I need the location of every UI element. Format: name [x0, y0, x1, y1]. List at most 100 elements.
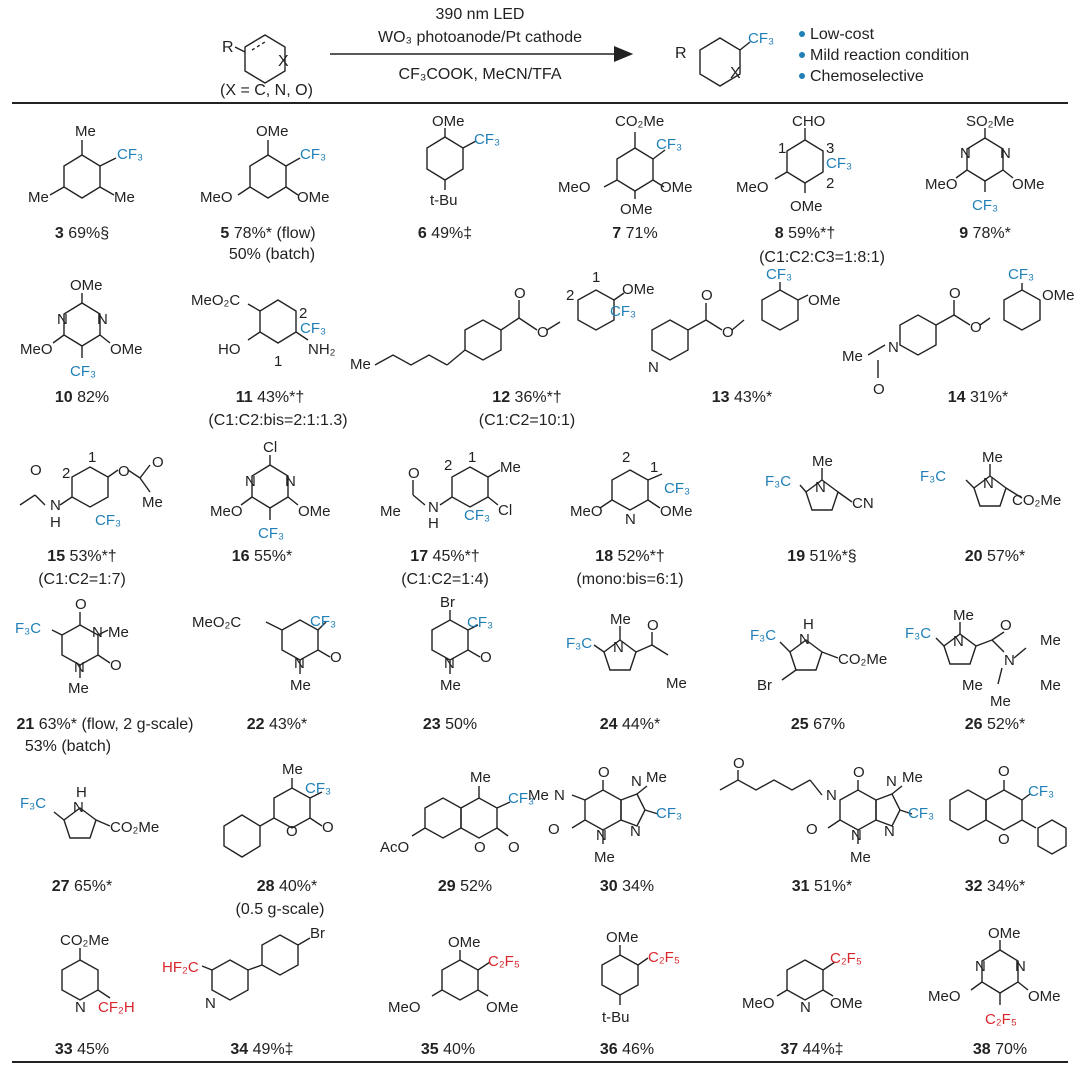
- compound-32-structure: O CF₃ O: [949, 763, 1067, 855]
- n-label: N: [975, 958, 986, 975]
- compound-caption: 27 65%*: [52, 878, 113, 895]
- compound-caption: 8 59%*†: [775, 225, 836, 242]
- reactant-note: (X = C, N, O): [220, 82, 313, 99]
- compound-note: 50% (batch): [229, 246, 315, 263]
- ome-label: OMe: [620, 201, 653, 218]
- cf3-label: CF₃: [70, 363, 96, 380]
- cf2h-label: CF₂H: [98, 999, 135, 1016]
- cf3-label: CF₃: [656, 805, 682, 822]
- f3c-label: F₃C: [750, 627, 776, 644]
- n-label: N: [428, 499, 439, 516]
- o-label: O: [75, 596, 87, 613]
- compound-caption: 38 70%: [973, 1041, 1027, 1058]
- ome-label: OMe: [256, 123, 289, 140]
- n-label: N: [886, 773, 897, 790]
- o-label: O: [1000, 617, 1012, 634]
- meo-label: MeO: [210, 503, 243, 520]
- o-label: O: [598, 764, 610, 781]
- compound-caption: 31 51%*: [792, 878, 853, 895]
- n-label: N: [630, 823, 641, 840]
- ome-label: OMe: [486, 999, 519, 1016]
- n-label: N: [245, 473, 256, 490]
- o-label: O: [152, 454, 164, 471]
- cf3-label: CF₃: [258, 525, 284, 542]
- compound-22-structure: MeO₂C CF₃ N O Me: [192, 613, 342, 694]
- cf3-label: CF₃: [908, 805, 934, 822]
- n-label: N: [1015, 958, 1026, 975]
- o-label: O: [30, 462, 42, 479]
- c2f5-label: C₂F₅: [488, 953, 520, 970]
- meo-label: MeO: [570, 503, 603, 520]
- o-label: O: [408, 465, 420, 482]
- compound-34-structure: HF₂C Br N: [162, 925, 325, 1012]
- n-label: N: [800, 999, 811, 1016]
- n-label: N: [983, 475, 994, 492]
- compound-captions-row-2: 10 82% 11 43%*† (C1:C2:bis=2:1:1.3) 12 3…: [55, 389, 1008, 429]
- position-label: 1: [778, 140, 786, 157]
- compound-note: (C1:C2=1:4): [401, 571, 489, 588]
- me-label: Me: [290, 677, 311, 694]
- c2f5-label: C₂F₅: [985, 1011, 1017, 1028]
- tbu-label: t-Bu: [430, 192, 458, 209]
- compound-caption: 7 71%: [612, 225, 657, 242]
- compound-16-structure: Cl N N MeO OMe CF₃: [210, 439, 331, 542]
- compound-caption: 10 82%: [55, 389, 109, 406]
- nh2-label: NH₂: [308, 341, 336, 358]
- br-label: Br: [757, 677, 772, 694]
- compound-caption: 23 50%: [423, 716, 477, 733]
- reaction-arrow: 390 nm LED WO₃ photoanode/Pt cathode CF₃…: [330, 6, 634, 83]
- cf3-label: CF₃: [464, 507, 490, 524]
- compound-caption: 34 49%‡: [230, 1041, 293, 1058]
- compound-29-structure: Me CF₃ AcO O O: [380, 769, 534, 856]
- ome-label: OMe: [448, 934, 481, 951]
- condition-3: CF₃COOK, MeCN/TFA: [399, 66, 562, 83]
- compound-20-structure: F₃C N Me CO₂Me: [920, 449, 1061, 509]
- cf3-label: CF₃: [972, 197, 998, 214]
- meo-label: MeO: [20, 341, 53, 358]
- n-label: N: [648, 359, 659, 376]
- n-label: N: [613, 639, 624, 656]
- me-label: Me: [282, 761, 303, 778]
- compound-caption: 37 44%‡: [780, 1041, 843, 1058]
- cf3-label: CF₃: [305, 780, 331, 797]
- meo-label: MeO: [742, 995, 775, 1012]
- ome-label: OMe: [606, 929, 639, 946]
- o-label: O: [733, 755, 745, 772]
- bullet-dot-icon: [799, 73, 805, 79]
- me-label: Me: [500, 459, 521, 476]
- ome-label: OMe: [297, 189, 330, 206]
- compound-17-structure: 1 2 Me O Me N H CF₃ Cl: [380, 449, 521, 532]
- compound-caption: 28 40%*: [257, 878, 318, 895]
- me-label: Me: [75, 123, 96, 140]
- co2me-label: CO₂Me: [1012, 492, 1061, 509]
- h-label: H: [76, 784, 87, 801]
- co2me-label: CO₂Me: [615, 113, 664, 130]
- bullet-dot-icon: [799, 52, 805, 58]
- compound-note: (mono:bis=6:1): [576, 571, 683, 588]
- cf3-label: CF₃: [1008, 266, 1034, 283]
- compound-caption: 24 44%*: [600, 716, 661, 733]
- compound-25-structure: F₃C H N Br CO₂Me: [750, 616, 887, 694]
- o-label: O: [537, 324, 549, 341]
- n-label: N: [73, 799, 84, 816]
- br-label: Br: [310, 925, 325, 942]
- compound-captions-row-4: 21 63%* (flow, 2 g-scale) 53% (batch) 22…: [17, 716, 1026, 755]
- o-label: O: [949, 285, 961, 302]
- position-label: 2: [62, 465, 70, 482]
- position-label: 1: [650, 459, 658, 476]
- co2me-label: CO₂Me: [60, 932, 109, 949]
- n-label: N: [74, 659, 85, 676]
- o-label: O: [701, 287, 713, 304]
- condition-2: WO₃ photoanode/Pt cathode: [378, 29, 582, 46]
- compound-caption: 22 43%*: [247, 716, 308, 733]
- compound-23-structure: Br CF₃ N O Me: [431, 594, 493, 694]
- compound-6-structure: OMe CF₃ t-Bu: [426, 113, 500, 209]
- compound-28-structure: Me CF₃ O O: [223, 761, 334, 858]
- compound-11-structure: MeO₂C 2 CF₃ HO NH₂ 1: [191, 292, 336, 370]
- n-label: N: [826, 787, 837, 804]
- n-label: N: [554, 787, 565, 804]
- h-label: H: [50, 514, 61, 531]
- me-label: Me: [108, 624, 129, 641]
- me-label: Me: [142, 494, 163, 511]
- compound-note: (C1:C2:bis=2:1:1.3): [208, 412, 347, 429]
